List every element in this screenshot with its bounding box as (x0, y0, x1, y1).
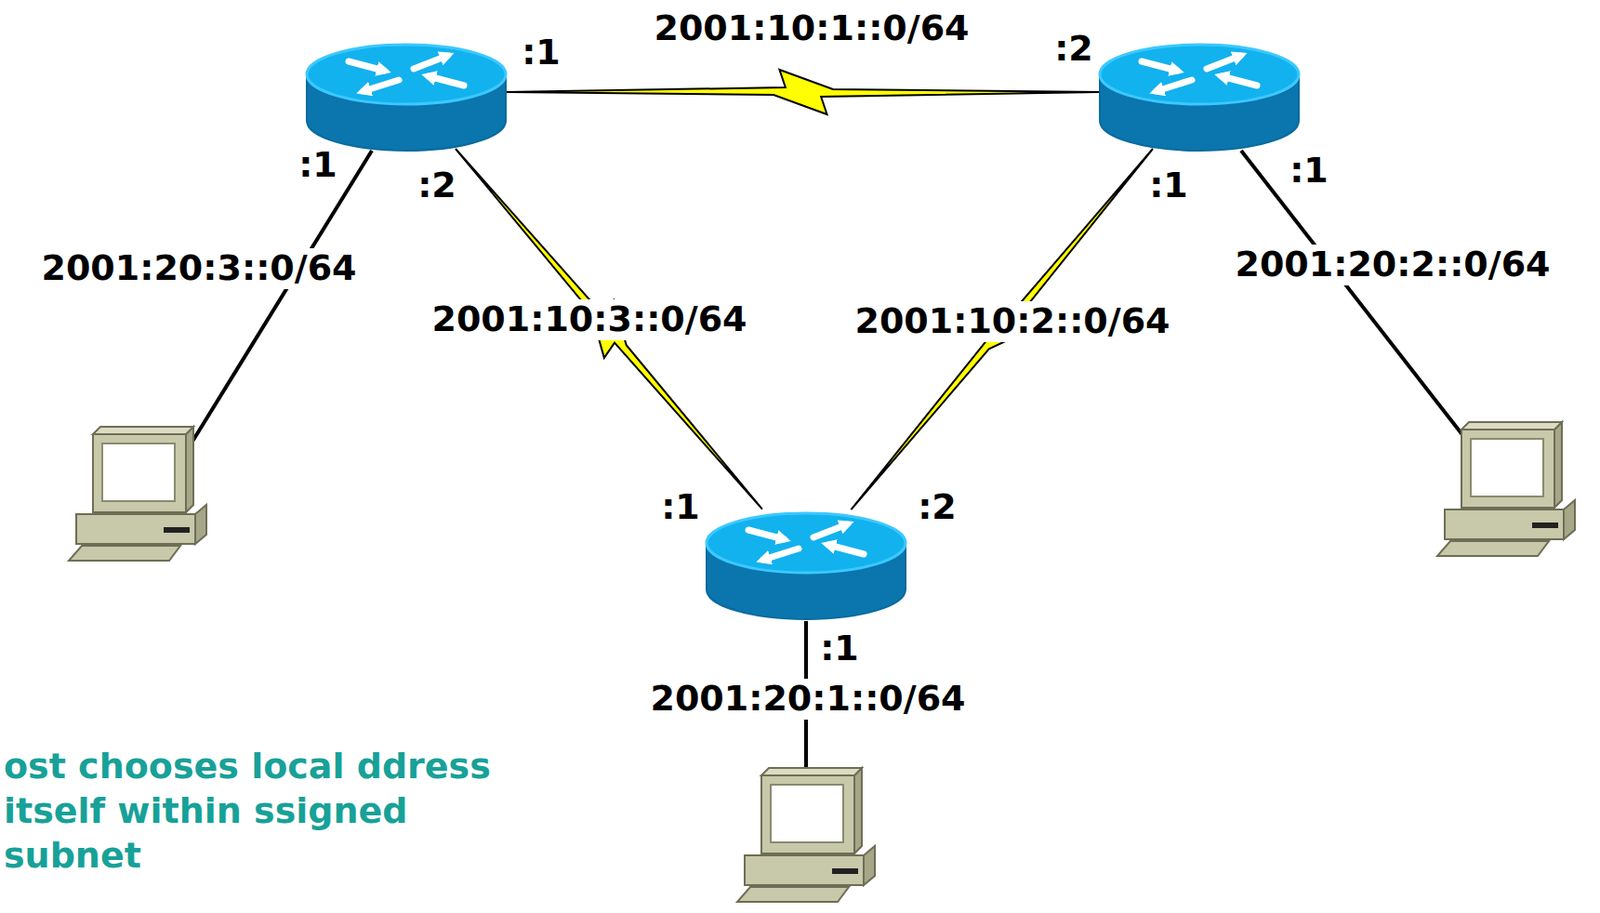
subnet-label: 2001:20:1::0/64 (647, 678, 968, 720)
routers (306, 44, 1299, 620)
subnet-label: 2001:10:2::0/64 (851, 301, 1173, 343)
subnet-label: 2001:10:1::0/64 (650, 8, 972, 50)
note-text: ost chooses local ddress itself within s… (3, 743, 506, 878)
interface-id: :1 (658, 487, 703, 529)
subnet-label: 2001:20:2::0/64 (1231, 244, 1553, 286)
subnet-label: 2001:10:3::0/64 (428, 299, 750, 341)
interface-id: :1 (1286, 150, 1332, 192)
interface-id: :1 (518, 32, 564, 74)
interface-id: :2 (914, 487, 960, 529)
interface-id: :1 (1146, 165, 1191, 207)
subnet-label: 2001:20:3::0/64 (38, 248, 359, 290)
serial-links (438, 69, 1171, 525)
interface-id: :1 (295, 145, 341, 186)
interface-id: :2 (414, 165, 460, 207)
interface-id: :2 (1051, 28, 1097, 70)
interface-id: :1 (817, 628, 862, 670)
